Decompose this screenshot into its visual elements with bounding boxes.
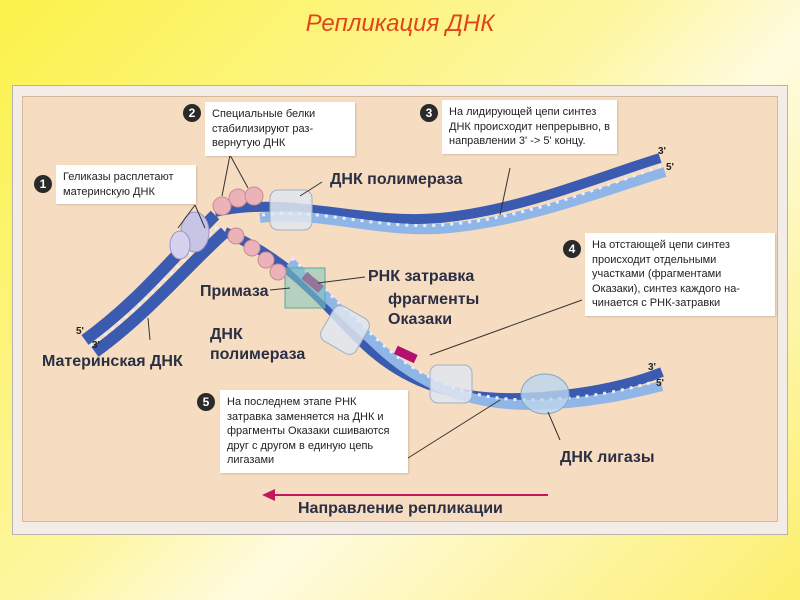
- direction-arrow-head: [262, 489, 275, 501]
- pointer-line: [269, 287, 291, 291]
- step-4-badge: 4: [563, 240, 581, 258]
- pointer-line: [194, 204, 206, 229]
- end-bottom-5: 5': [656, 378, 664, 389]
- ssb-protein: [257, 251, 275, 269]
- ssb-protein: [228, 188, 248, 208]
- step-3-note: На лидирующей цепи синтез ДНК происходит…: [442, 100, 617, 154]
- dna-ligase: [520, 373, 570, 415]
- helicase-protein: [169, 230, 191, 260]
- step-5-note: На последнем этапе РНК затравка заменяет…: [220, 390, 408, 473]
- step-1-note: Геликазы расплетают материнскую ДНК: [56, 165, 196, 204]
- label-okazaki: фрагменты Оказаки: [388, 291, 480, 328]
- dna-polymerase-lagging: [320, 305, 370, 355]
- ssb-protein: [269, 263, 287, 281]
- label-primase: Примаза: [200, 283, 269, 300]
- parent-strand-inner: [91, 227, 230, 357]
- label-parent-dna: Материнская ДНК: [42, 353, 183, 370]
- lagging-rungs: [290, 256, 661, 402]
- ssb-protein: [212, 196, 232, 216]
- end-left-5: 5': [76, 326, 84, 337]
- step-4-note: На отстающей цепи синтез происходит отде…: [585, 233, 775, 316]
- end-top-5: 5': [666, 162, 674, 173]
- dna-polymerase-leading: [269, 189, 313, 231]
- pointer-line: [429, 299, 583, 356]
- pointer-line: [177, 204, 196, 229]
- ssb-protein: [227, 227, 245, 245]
- label-ligase: ДНК лигазы: [560, 449, 655, 466]
- step-3-badge: 3: [420, 104, 438, 122]
- step-5-badge: 5: [197, 393, 215, 411]
- label-dna-polymerase-top: ДНК полимераза: [330, 171, 463, 188]
- end-top-3: 3': [658, 146, 666, 157]
- pointer-line: [499, 167, 511, 216]
- end-bottom-3: 3': [648, 362, 656, 373]
- pointer-line: [407, 399, 501, 459]
- page-title: Репликация ДНК: [305, 10, 495, 37]
- pointer-line: [317, 276, 366, 284]
- step-2-badge: 2: [183, 104, 201, 122]
- rna-primer-2: [393, 345, 418, 364]
- dna-polymerase-lagging-2: [429, 364, 473, 404]
- step-1-badge: 1: [34, 175, 52, 193]
- pointer-line: [299, 181, 323, 197]
- label-dna-polymerase-bottom: ДНК полимераза: [210, 326, 306, 363]
- ssb-protein: [243, 239, 261, 257]
- label-rna-primer: РНК затравка: [368, 268, 475, 285]
- pointer-line: [147, 317, 151, 341]
- leading-new-strand: [259, 167, 667, 235]
- ssb-protein: [244, 186, 264, 206]
- step-2-note: Специальные белки стабилизируют раз-верн…: [205, 102, 355, 156]
- pointer-line: [229, 154, 249, 189]
- end-left-3: 3': [92, 340, 100, 351]
- label-direction: Направление репликации: [298, 500, 503, 517]
- leading-rungs: [261, 164, 663, 228]
- pointer-line: [221, 154, 231, 197]
- pointer-line: [547, 411, 561, 441]
- primase-box: [284, 267, 326, 309]
